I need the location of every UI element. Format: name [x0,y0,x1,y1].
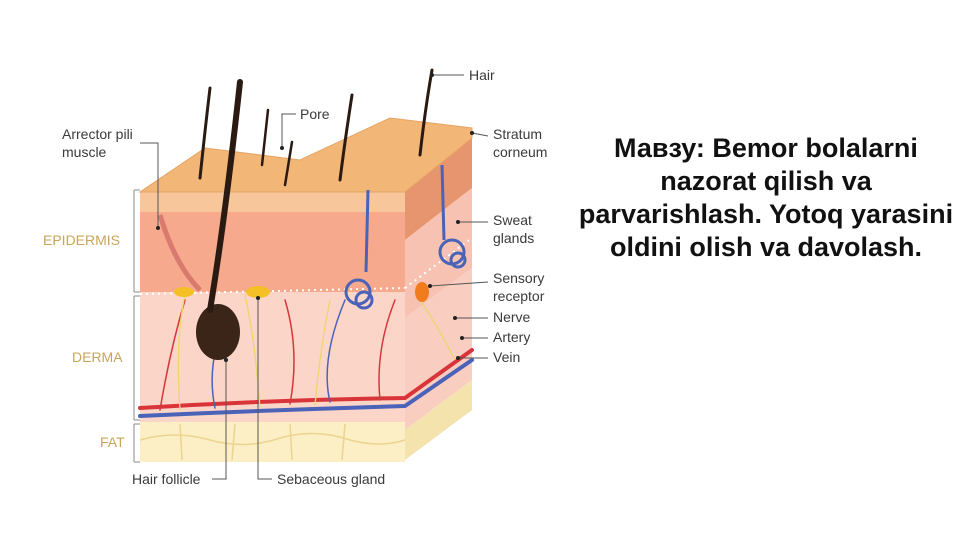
label-stratum-1: Stratum [493,126,542,142]
label-sweat-1: Sweat [493,212,532,228]
hairs [198,68,434,187]
hair-follicle [157,79,270,360]
layer-label-fat: FAT [100,434,125,450]
nerves [177,294,456,411]
label-hair: Hair [469,67,495,83]
label-sensory-2: receptor [493,288,545,304]
label-vein: Vein [493,349,520,365]
label-sebaceous-gland: Sebaceous gland [277,471,385,487]
sweat-glands [344,164,467,310]
label-sensory-1: Sensory [493,270,544,286]
sensory-receptor [415,282,429,302]
label-nerve: Nerve [493,309,531,325]
label-sweat-2: glands [493,230,534,246]
leader-dots [156,73,474,362]
layer-label-epidermis: EPIDERMIS [43,232,120,248]
layer-label-derma: DERMA [72,349,123,365]
label-hair-follicle: Hair follicle [132,471,201,487]
slide-title: Мавзу: Bemor bolalarni nazorat qilish va… [578,133,954,262]
label-arrector-pili-2: muscle [62,144,107,160]
skin-block-top [138,117,473,193]
label-artery: Artery [493,329,530,345]
label-arrector-pili-1: Arrector pili [62,126,133,142]
blood-vessels [138,299,474,418]
leader-lines [140,74,489,480]
skin-block-side [405,138,472,460]
label-pore: Pore [300,106,330,122]
label-stratum-2: corneum [493,144,547,160]
layer-brackets [133,189,140,463]
